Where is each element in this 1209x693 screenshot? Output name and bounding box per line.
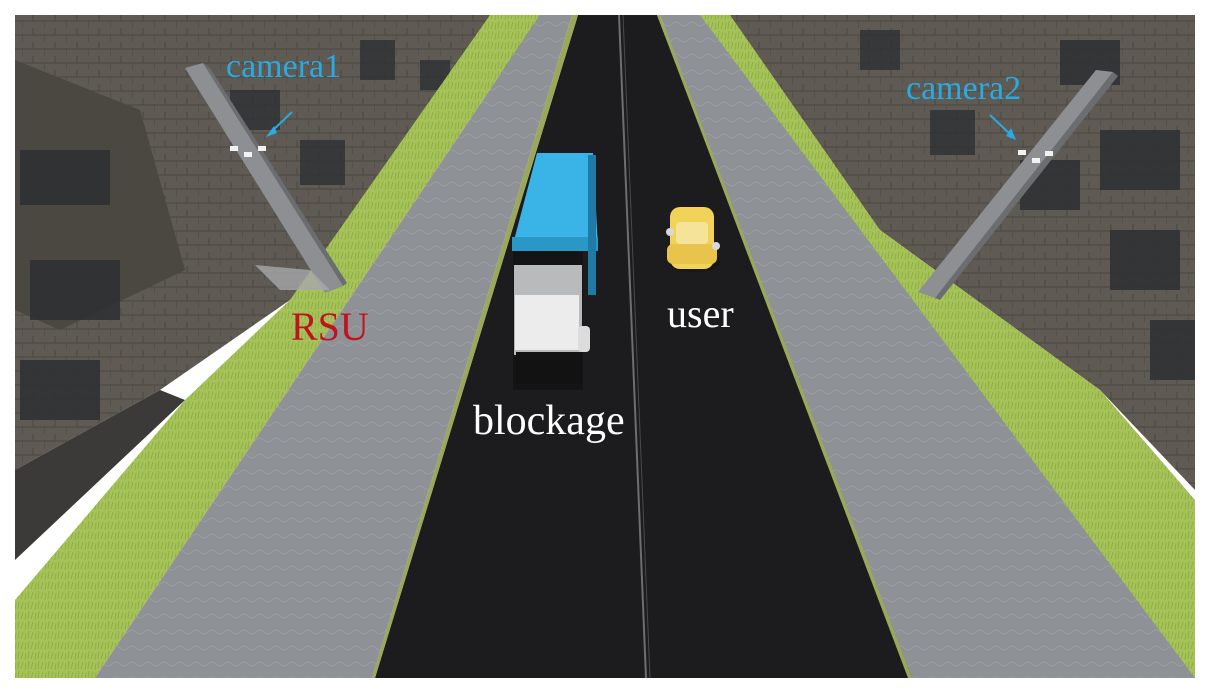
- left-grass: [15, 15, 540, 678]
- left-sidewalk: [95, 15, 572, 678]
- camera2-pole: [918, 70, 1118, 300]
- rsu-label: RSU: [291, 304, 369, 349]
- road: [375, 15, 912, 678]
- blockage-label: blockage: [473, 398, 625, 444]
- camera2-label: camera2: [906, 70, 1022, 107]
- user-car: [666, 207, 720, 272]
- rsu-pole: [185, 63, 347, 293]
- camera1-label: camera1: [226, 48, 342, 85]
- blockage-truck: [512, 153, 598, 390]
- user-label: user: [667, 291, 734, 336]
- lane-line: [618, 14, 647, 679]
- right-sidewalk: [660, 15, 1195, 678]
